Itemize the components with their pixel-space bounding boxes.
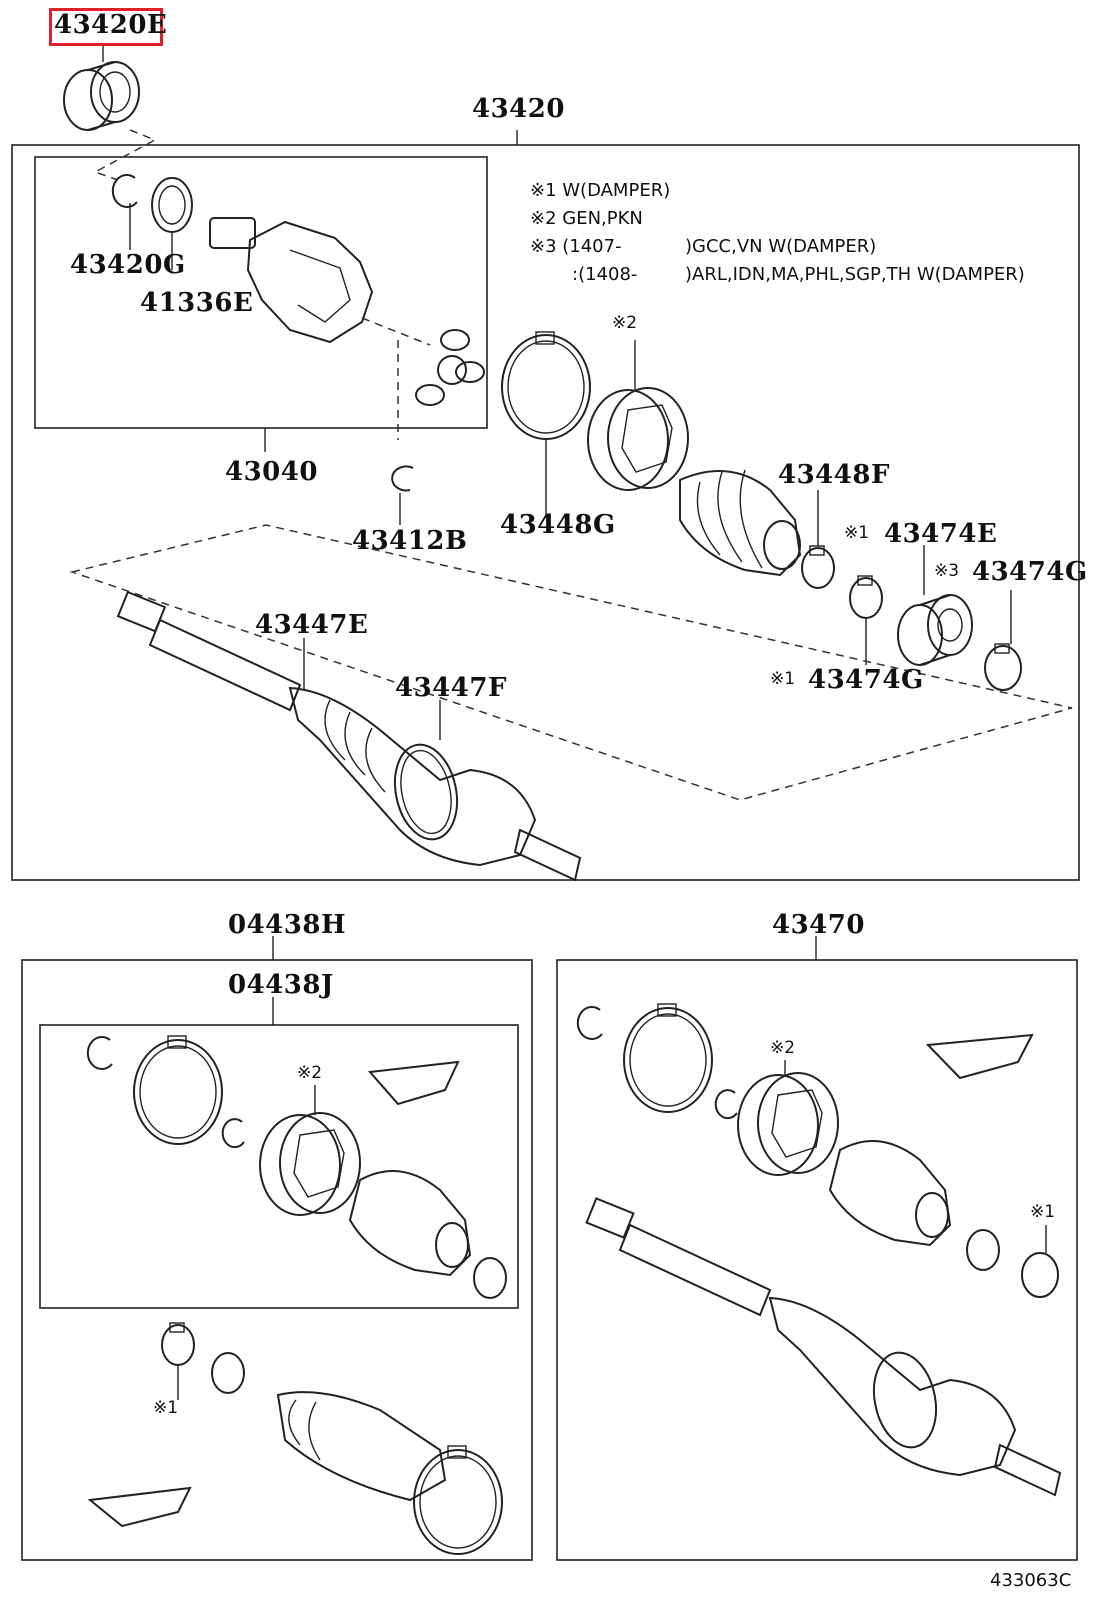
note-1408-markets: )ARL,IDN,MA,PHL,SGP,TH W(DAMPER) [685, 264, 1025, 285]
label-43420E[interactable]: 43420E [54, 10, 168, 40]
mark-ref-2-43470: ※2 [770, 1038, 796, 1058]
drive-shaft [116, 590, 582, 882]
kit-04438J-frame [39, 1024, 519, 1309]
damper-ring [587, 387, 689, 491]
mark-ref-3: ※3 [934, 561, 960, 581]
subassembly-43040-frame [34, 156, 488, 429]
label-43447E[interactable]: 43447E [255, 610, 369, 640]
clamp-43448F [801, 490, 835, 589]
mark-ref-1-43474G: ※1 [770, 669, 796, 689]
label-43447F[interactable]: 43447F [395, 673, 507, 703]
label-43412B[interactable]: 43412B [352, 526, 468, 556]
boot-clamp-43448G [501, 334, 591, 440]
note-1407-markets: )GCC,VN W(DAMPER) [685, 236, 877, 257]
clamp-43474G-upper [849, 575, 883, 665]
label-43474E[interactable]: 43474E [884, 519, 998, 549]
snap-ring-43412B [391, 465, 414, 492]
mark-ref-1-43474E: ※1 [844, 523, 870, 543]
label-43420[interactable]: 43420 [472, 94, 565, 124]
note-gen-pkn: ※2 GEN,PKN [530, 208, 643, 229]
label-43040[interactable]: 43040 [225, 457, 318, 487]
diagram-code: 433063C [990, 1570, 1072, 1591]
mark-ref-1-kit: ※1 [153, 1398, 179, 1418]
label-41336E[interactable]: 41336E [140, 288, 254, 318]
joint-housing [209, 217, 374, 344]
label-04438H[interactable]: 04438H [228, 910, 347, 940]
label-43470[interactable]: 43470 [772, 910, 865, 940]
snap-ring-43420G [111, 174, 138, 208]
label-43420G[interactable]: 43420G [70, 250, 186, 280]
inboard-boot [679, 469, 802, 577]
note-1408-start: :(1408- [572, 264, 638, 285]
damper-43474E [897, 545, 973, 666]
note-1407-start: ※3 (1407- [530, 236, 622, 257]
tripod-joint [415, 329, 485, 406]
kit-04438J-parts [86, 1035, 507, 1299]
bearing-43420E [63, 46, 140, 131]
highlight-box-43420E[interactable] [49, 8, 163, 46]
label-43474G-lower[interactable]: 43474G [808, 665, 924, 695]
mark-ref-2-kit: ※2 [297, 1063, 323, 1083]
label-04438J[interactable]: 04438J [228, 970, 334, 1000]
assembly-43470-frame [556, 959, 1078, 1561]
mark-ref-2-top: ※2 [612, 313, 638, 333]
kit-04438H-parts [87, 1322, 503, 1555]
note-damper-1: ※1 W(DAMPER) [530, 180, 671, 201]
kit-04438H-frame [21, 959, 533, 1561]
mark-ref-1-43470: ※1 [1030, 1202, 1056, 1222]
assembly-43420-frame [11, 144, 1080, 881]
label-43448F[interactable]: 43448F [778, 460, 890, 490]
label-43474G-right[interactable]: 43474G [972, 557, 1088, 587]
label-43448G[interactable]: 43448G [500, 510, 616, 540]
assembly-43470-parts [576, 1003, 1062, 1497]
clamp-43474G-right [984, 590, 1022, 691]
